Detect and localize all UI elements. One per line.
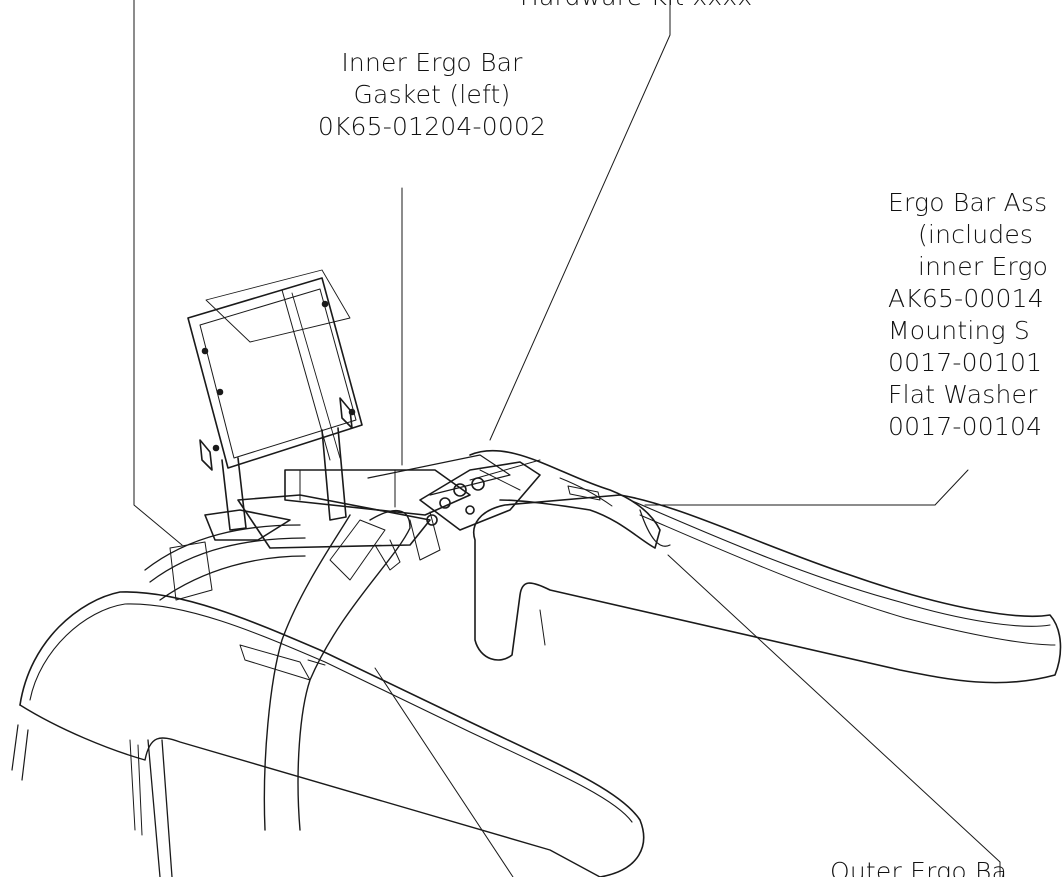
label-inner-gasket-line1: Inner Ergo Bar bbox=[341, 48, 523, 77]
label-ergo-assembly-line1: Ergo Bar Ass bbox=[888, 188, 1048, 217]
leader-ergo-assembly bbox=[934, 469, 969, 506]
label-ergo-assembly-part-number: AK65-00014 bbox=[888, 284, 1044, 313]
left-ergo-bar bbox=[263, 509, 411, 831]
label-top-center-partial: Hardware Kit xxxx bbox=[520, 0, 752, 13]
right-handrail bbox=[473, 494, 1062, 684]
left-handrail bbox=[19, 591, 645, 877]
right-ergo-bar bbox=[469, 449, 661, 549]
leader-bottom-center bbox=[374, 667, 514, 877]
left-front-uprights bbox=[11, 724, 29, 781]
left-outer-ergo-arc bbox=[144, 524, 306, 601]
label-inner-gasket-line2: Gasket (left) bbox=[353, 80, 511, 109]
ergo-bar-crossbar bbox=[284, 454, 511, 571]
label-inner-gasket-part-number: 0K65-01204-0002 bbox=[317, 112, 547, 141]
console-mounting-plate bbox=[187, 269, 363, 469]
leader-outer-ergo bbox=[667, 554, 1001, 877]
label-ergo-assembly-line8: 0017-00104 bbox=[888, 412, 1043, 441]
ergo-bar-mounting-hardware bbox=[419, 459, 541, 531]
label-outer-ergo-bar-partial: Outer Ergo Ba bbox=[830, 857, 1008, 877]
label-ergo-assembly-line5: Mounting S bbox=[888, 316, 1030, 345]
label-ergo-assembly-line7: Flat Washer bbox=[888, 380, 1038, 409]
label-ergo-assembly-line3: inner Ergo bbox=[918, 252, 1049, 281]
label-ergo-bar-assembly: Ergo Bar Ass (includes inner Ergo AK65-0… bbox=[888, 187, 1048, 443]
leader-lines bbox=[133, 0, 1001, 877]
leader-top-center bbox=[489, 0, 671, 441]
leader-left-vertical bbox=[133, 0, 183, 546]
label-inner-gasket-left: Inner Ergo Bar Gasket (left) 0K65-01204-… bbox=[282, 47, 582, 143]
label-ergo-assembly-line6: 0017-00101 bbox=[888, 348, 1043, 377]
label-ergo-assembly-line2: (includes bbox=[918, 220, 1034, 249]
